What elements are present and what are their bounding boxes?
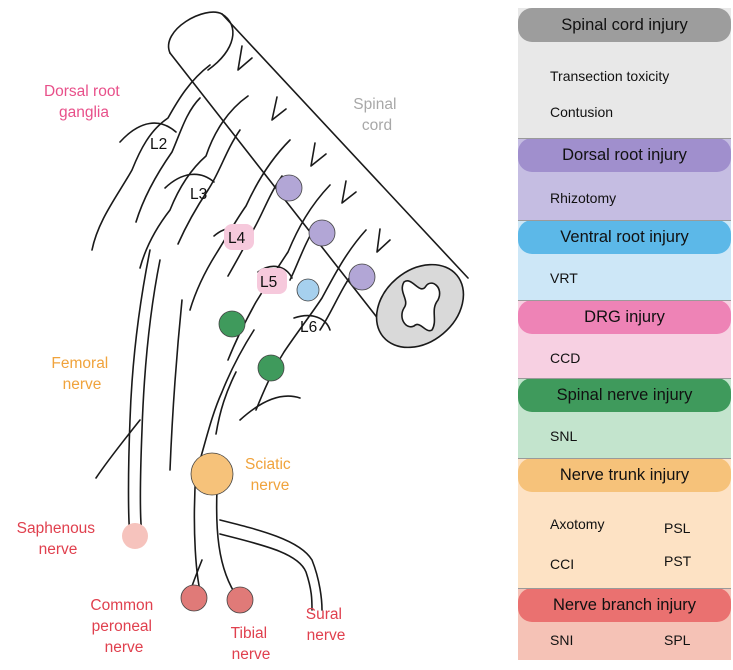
drg-label: Dorsal root ganglia (44, 83, 124, 121)
section-header: Spinal nerve injury (518, 378, 731, 412)
section-nerve-trunk-injury: Nerve trunk injury Axotomy PSL CCI PST (518, 458, 731, 588)
tibial-label: Tibial nerve (231, 625, 272, 663)
level-L6: L6 (300, 319, 317, 336)
injury-item: PSL (664, 520, 690, 536)
section-ventral-root-injury: Ventral root injury VRT (518, 220, 731, 300)
section-divider (518, 138, 731, 139)
dorsal-root-marker (309, 220, 335, 246)
section-header: Spinal cord injury (518, 8, 731, 42)
section-dorsal-root-injury: Dorsal root injury Rhizotomy (518, 138, 731, 220)
sural-label: Sural nerve (306, 606, 347, 644)
peroneal-marker (181, 585, 207, 611)
dorsal-root-marker (349, 264, 375, 290)
spinal-cord (169, 12, 480, 364)
spinal-nerve-marker (258, 355, 284, 381)
common-peroneal-label: Common peroneal nerve (90, 597, 157, 656)
injury-item: Contusion (550, 104, 613, 120)
level-L2: L2 (150, 136, 167, 153)
dorsal-root-marker (276, 175, 302, 201)
sciatic-label: Sciatic nerve (245, 456, 295, 494)
injury-item: SPL (664, 632, 690, 648)
saphenous-label: Saphenous nerve (17, 520, 100, 558)
spinal-cord-label: Spinal cord (353, 96, 400, 134)
level-L5: L5 (260, 274, 277, 291)
level-L3: L3 (190, 186, 207, 203)
section-divider (518, 220, 731, 221)
section-spinal-nerve-injury: Spinal nerve injury SNL (518, 378, 731, 458)
injury-item: SNI (550, 632, 573, 648)
section-header: Dorsal root injury (518, 138, 731, 172)
injury-item: PST (664, 553, 691, 569)
injury-item: Axotomy (550, 516, 604, 532)
section-header: Nerve trunk injury (518, 458, 731, 492)
injury-type-panel: Spinal cord injury Transection toxicity … (518, 8, 731, 660)
section-spinal-cord-injury: Spinal cord injury Transection toxicity … (518, 8, 731, 138)
section-header: DRG injury (518, 300, 731, 334)
nerve-injury-diagram: Dorsal root ganglia Spinal cord L2 L3 L4… (0, 0, 515, 670)
section-drg-injury: DRG injury CCD (518, 300, 731, 378)
section-nerve-branch-injury: Nerve branch injury SNI SPL (518, 588, 731, 660)
section-divider (518, 588, 731, 589)
injury-item: Transection toxicity (550, 68, 669, 84)
sciatic-trunk-marker (191, 453, 233, 495)
ventral-root-marker (297, 279, 319, 301)
injury-item: Rhizotomy (550, 190, 616, 206)
injury-item: VRT (550, 270, 578, 286)
saphenous-marker (122, 523, 148, 549)
section-divider (518, 378, 731, 379)
injury-item: CCD (550, 350, 580, 366)
section-header: Nerve branch injury (518, 588, 731, 622)
tibial-marker (227, 587, 253, 613)
level-L4: L4 (228, 230, 246, 247)
injury-item: SNL (550, 428, 577, 444)
section-divider (518, 300, 731, 301)
section-divider (518, 458, 731, 459)
section-header: Ventral root injury (518, 220, 731, 254)
injury-item: CCI (550, 556, 574, 572)
femoral-label: Femoral nerve (51, 355, 112, 393)
spinal-nerve-marker (219, 311, 245, 337)
